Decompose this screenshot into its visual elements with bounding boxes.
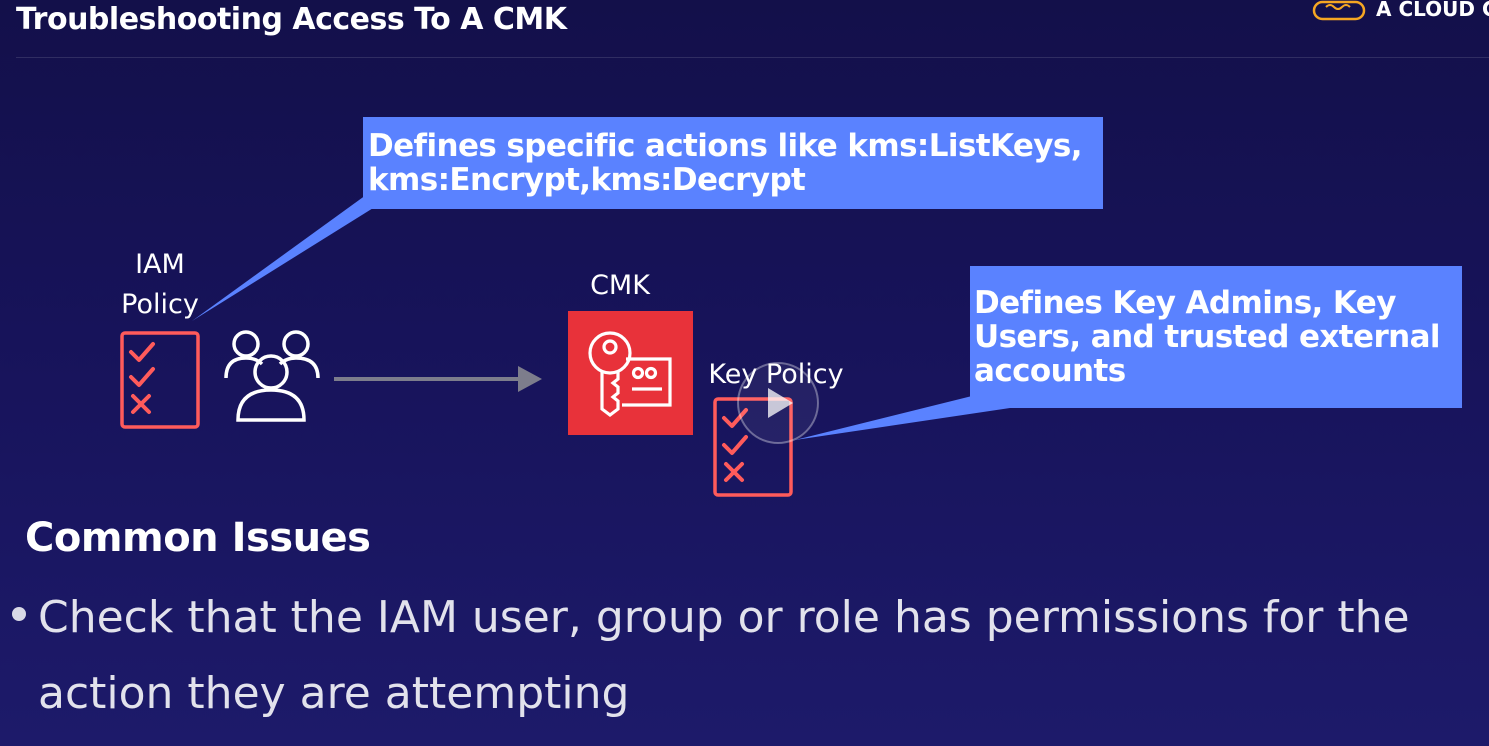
common-issues-heading: Common Issues [25,515,371,561]
key-policy-callout-line2: Users, and trusted external [974,319,1441,355]
play-icon[interactable] [735,360,821,446]
page-title: Troubleshooting Access To A CMK [16,2,567,37]
iam-policy-callout: Defines specific actions like kms:ListKe… [363,117,1103,209]
right-arrow-icon [334,366,542,392]
users-group-icon [224,330,320,422]
key-policy-label: Key Policy [708,359,843,390]
iam-policy-checklist-icon [120,331,200,429]
key-policy-callout-pointer [795,396,1010,440]
title-divider [16,57,1489,58]
cmk-label: CMK [590,270,650,301]
key-policy-checklist-icon [713,397,793,497]
key-policy-callout-line3: accounts [974,353,1126,389]
iam-policy-label: IAM Policy [110,245,210,325]
kms-key-icon [568,311,693,435]
iam-callout-line2: kms:Encrypt,kms:Decrypt [368,162,806,198]
brand-name: A CLOUD G [1376,0,1489,21]
common-issue-item: Check that the IAM user, group or role h… [38,592,1410,719]
iam-policy-label-line1: IAM [135,249,185,280]
bullet-dot [12,607,26,621]
iam-callout-pointer [192,195,378,321]
iam-callout-line1: Defines specific actions like kms:ListKe… [368,128,1083,164]
cloud-brain-logo-icon [1312,0,1366,21]
key-policy-callout: Defines Key Admins, Key Users, and trust… [970,266,1462,408]
iam-policy-label-line2: Policy [121,289,199,320]
key-policy-callout-line1: Defines Key Admins, Key [974,285,1396,321]
